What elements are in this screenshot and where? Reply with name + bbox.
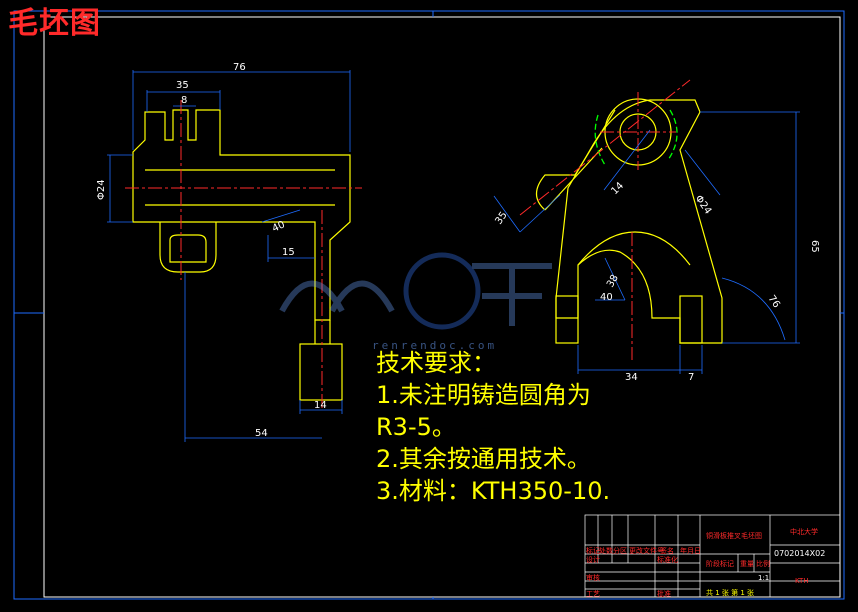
tb-design: 设计 [586, 556, 600, 564]
tb-craft: 工艺 [586, 590, 600, 598]
tb-sign: 签名 [660, 547, 674, 555]
dim-7: 7 [688, 372, 694, 383]
tb-change-doc: 更改文件号 [629, 547, 664, 555]
section-arc-right [667, 109, 678, 161]
left-lower-boss [159, 222, 217, 273]
dim-76-angle: 76 [766, 293, 782, 310]
tb-approve: 批准 [657, 590, 671, 598]
left-centerlines [125, 100, 362, 408]
tb-review: 审核 [586, 574, 600, 582]
dim-r14: 14 [609, 180, 626, 197]
right-dimensions [493, 111, 800, 374]
left-stem-block [299, 343, 343, 401]
tech-heading: 技术要求： [376, 349, 496, 377]
right-centerlines [519, 79, 691, 360]
dim-76: 76 [233, 62, 246, 73]
tb-drawing-number: 0702014X02 [774, 549, 826, 558]
left-dimensions [107, 70, 351, 442]
tb-mark: 标记 [586, 547, 600, 555]
left-view [132, 109, 351, 401]
tech-line-4: 3.材料：KTH350-10. [376, 477, 611, 505]
dim-r16: 35 [493, 210, 509, 227]
right-arch [577, 231, 691, 266]
tech-line-2: R3-5。 [376, 413, 456, 441]
tb-school: 中北大学 [790, 528, 818, 536]
inner-frame [43, 16, 841, 598]
section-arc-left [594, 114, 606, 166]
dim-35: 35 [176, 80, 189, 91]
watermark-url: renrendoc.com [372, 339, 498, 352]
tb-scale: 比例 [756, 560, 770, 568]
title-block-lines [584, 514, 841, 598]
tb-standard: 标准化 [657, 556, 678, 564]
tb-scale-val: 1:1 [758, 574, 770, 582]
tb-zone: 分区 [613, 547, 627, 555]
dim-14: 14 [314, 400, 327, 411]
dim-15: 15 [282, 247, 295, 258]
dim-65: 65 [809, 240, 820, 253]
right-arm-upper [574, 109, 616, 176]
tb-stage-mark: 阶段标记 [706, 560, 734, 568]
tb-date: 年月日 [680, 547, 701, 555]
left-body-outline [132, 109, 351, 321]
left-boss-slot [169, 234, 207, 263]
dim-34: 34 [625, 372, 638, 383]
right-arm-end [535, 174, 575, 211]
watermark-logo [279, 252, 552, 330]
tb-count: 处数 [599, 547, 613, 555]
dim-8: 8 [181, 95, 187, 106]
tech-line-3: 2.其余按通用技术。 [376, 445, 591, 473]
tech-line-1: 1.未注明铸造圆角为 [376, 381, 591, 409]
tb-weight: 重量 [740, 560, 754, 568]
drawing-title-tag: 毛坯图 [8, 6, 101, 41]
tb-sheet-info: 共 1 张 第 1 张 [706, 589, 755, 597]
right-pad-left [555, 295, 579, 344]
right-pad-right [679, 295, 703, 344]
tb-material: KTH [795, 577, 809, 585]
right-fork-outline [555, 99, 723, 344]
dim-r40: 40 [600, 292, 613, 303]
tb-drawing-name: 铜滑板推叉毛坯图 [706, 532, 762, 540]
right-section-arcs [594, 109, 678, 166]
outer-frame [13, 10, 845, 600]
dim-40: 40 [271, 219, 287, 234]
right-axis-diag [519, 79, 691, 216]
dim-phi24: Φ24 [96, 179, 107, 200]
technical-requirements: 技术要求： 1.未注明铸造圆角为 R3-5。 2.其余按通用技术。 3.材料：K… [376, 347, 610, 507]
dim-54: 54 [255, 428, 268, 439]
